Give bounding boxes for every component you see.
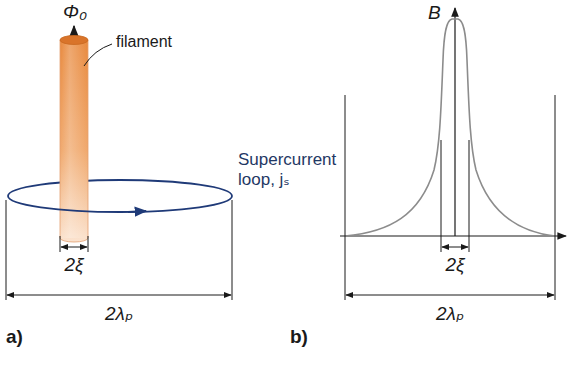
leader-line — [84, 44, 112, 66]
panel-label: a) — [6, 326, 23, 348]
dimension-label: 2ξ — [445, 254, 464, 276]
axis-label: B — [428, 2, 441, 24]
axes — [340, 8, 566, 236]
flux-arrow — [73, 26, 75, 36]
dimension-label: 2ξ — [64, 254, 83, 276]
part-label: filament — [116, 33, 172, 51]
loop-back — [8, 180, 232, 196]
dimension-lines-b — [345, 95, 555, 300]
dimension-label: 2λₚ — [436, 303, 464, 325]
loop-label: Supercurrent loop, jₛ — [238, 150, 360, 189]
field-curve — [345, 19, 555, 236]
panel-label: b) — [290, 326, 308, 348]
loop-arrow — [128, 211, 146, 212]
dimension-lines-a — [6, 200, 232, 300]
flux-symbol: Φ₀ — [63, 1, 87, 23]
loop-front — [8, 196, 232, 212]
dimension-label: 2λₚ — [105, 303, 133, 325]
